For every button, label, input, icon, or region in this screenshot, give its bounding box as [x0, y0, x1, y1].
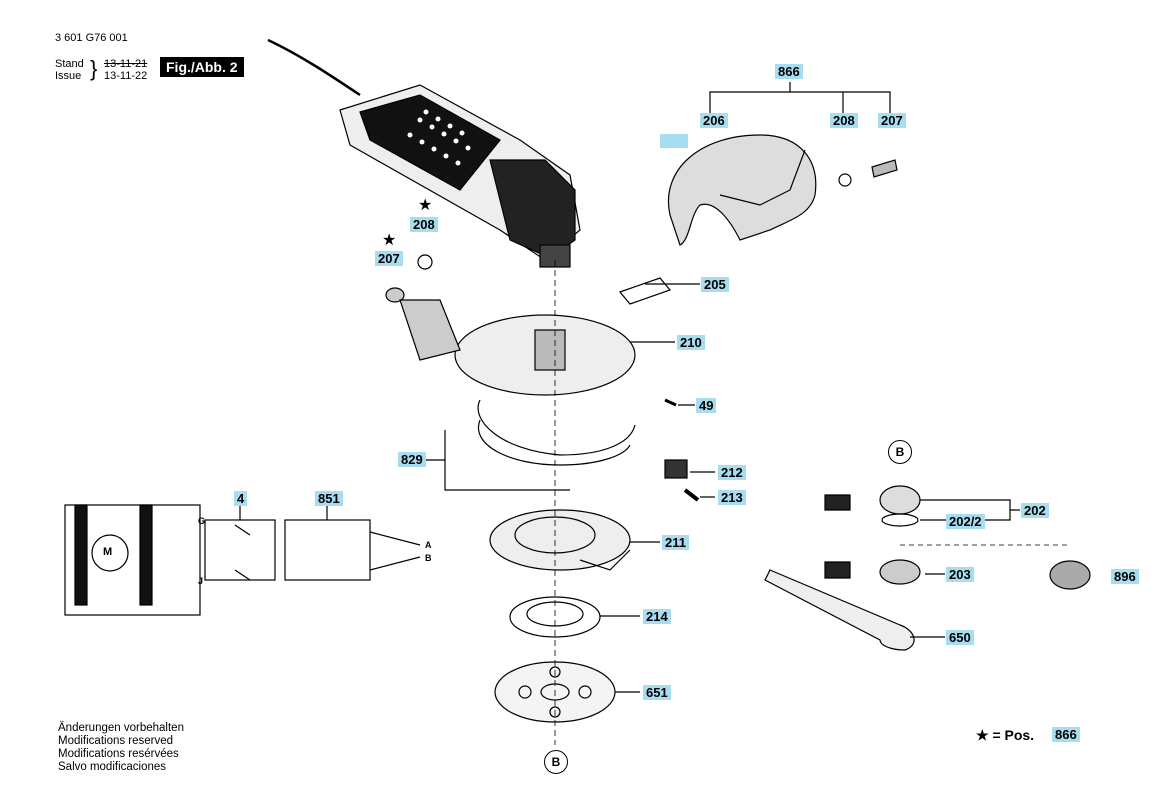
washer-208-left — [417, 254, 433, 270]
guard-210 — [399, 299, 636, 396]
motor-label: M — [103, 546, 113, 558]
spanner-650 — [764, 569, 915, 651]
marker-b-bottom: B — [544, 750, 568, 774]
tag-208-top: 208 — [830, 113, 858, 128]
skirt-211 — [489, 509, 631, 571]
pin-213 — [683, 488, 700, 502]
label-205 — [618, 277, 672, 305]
tag-210: 210 — [677, 335, 705, 350]
note-es: Salvo modificaciones — [58, 761, 167, 773]
screw-49 — [664, 398, 677, 407]
tag-207-top: 207 — [878, 113, 906, 128]
tag-blank — [660, 134, 688, 148]
tag-211: 211 — [662, 535, 689, 550]
tag-4: 4 — [234, 491, 248, 506]
tag-214: 214 — [643, 609, 671, 624]
note-en: Modifications reserved — [58, 735, 174, 747]
figure-title: Fig./Abb. 2 — [160, 57, 244, 77]
tag-896: 896 — [1111, 569, 1139, 584]
tag-202-2: 202/2 — [946, 514, 985, 529]
part-number: 3 601 G76 001 — [55, 32, 128, 44]
tag-205: 205 — [701, 277, 729, 292]
nut-896 — [1049, 560, 1091, 590]
screw-207-top — [871, 159, 898, 178]
tag-213: 213 — [718, 490, 746, 505]
bracket-866 — [709, 91, 891, 118]
grinder-motor-housing — [339, 84, 581, 268]
wiring-b: B — [425, 553, 432, 563]
tag-829: 829 — [398, 452, 426, 467]
issue-label: Issue — [55, 70, 82, 82]
wiring-diagram — [64, 500, 421, 616]
auxiliary-handle — [667, 134, 817, 246]
note-de: Änderungen vorbehalten — [58, 722, 184, 734]
wiring-a: A — [425, 540, 432, 550]
tag-650: 650 — [946, 630, 974, 645]
issue-date: 13-11-22 — [104, 70, 148, 82]
legend-text: ★ = Pos. — [976, 727, 1035, 743]
legend-ref: 866 — [1052, 727, 1080, 742]
nut-203 — [879, 559, 921, 585]
tag-851: 851 — [315, 491, 343, 506]
wiring-j: J — [198, 576, 204, 586]
tag-207-left: 207 — [375, 251, 403, 266]
stand-date: 13-11-21 — [104, 58, 148, 70]
ring-829 — [444, 399, 636, 491]
washer-208-top — [838, 173, 852, 187]
tag-206: 206 — [700, 113, 728, 128]
tag-208-left: 208 — [410, 217, 438, 232]
screw-207-left — [385, 287, 405, 303]
star-207: ★ — [382, 232, 397, 249]
star-208: ★ — [418, 197, 433, 214]
tag-651: 651 — [643, 685, 671, 700]
wiring-g: G — [198, 516, 206, 526]
tag-202: 202 — [1021, 503, 1049, 518]
brace: } — [90, 56, 98, 81]
stand-label: Stand — [55, 58, 84, 70]
tag-203: 203 — [946, 567, 974, 582]
tag-212: 212 — [718, 465, 746, 480]
note-fr: Modifications resérvées — [58, 748, 179, 760]
flange-202 — [879, 485, 921, 527]
part-212 — [664, 459, 688, 479]
marker-b-top: B — [888, 440, 912, 464]
tag-49: 49 — [696, 398, 717, 413]
tag-866: 866 — [775, 64, 803, 79]
